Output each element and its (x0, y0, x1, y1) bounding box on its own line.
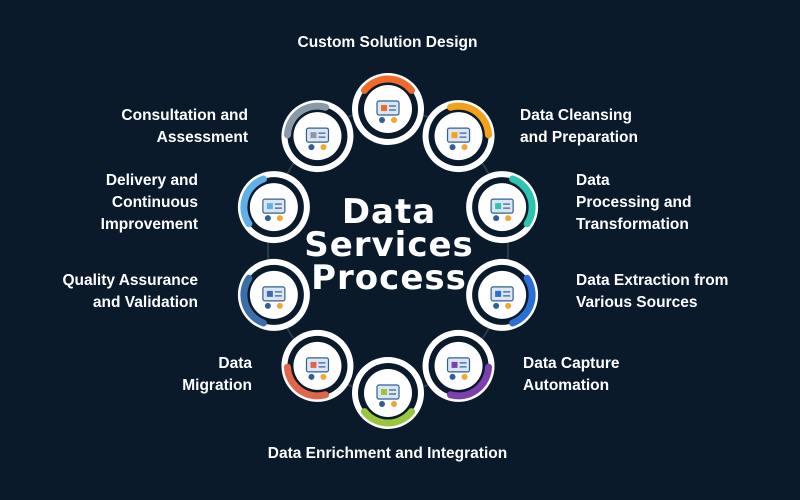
step-node (352, 357, 424, 429)
step-label-quality-assurance: Quality Assurance and Validation (30, 270, 198, 314)
step-accent-arc (240, 274, 267, 327)
step-accent-arc (446, 102, 493, 139)
step-label-line: Quality Assurance (62, 272, 198, 289)
step-node (466, 171, 539, 244)
step-node (281, 100, 354, 173)
delivery-documents-icon (262, 198, 286, 222)
step-label-data-migration: Data Migration (150, 353, 252, 397)
step-node (281, 329, 354, 402)
step-accent-arc (283, 363, 330, 400)
step-accent-arc (283, 102, 330, 139)
step-label-line: and Validation (92, 294, 198, 311)
database-migration-icon (305, 357, 330, 380)
title-line: Services (304, 225, 474, 265)
step-label-data-cleansing: Data Cleansing and Preparation (520, 105, 638, 149)
step-label-line: Transformation (576, 216, 689, 233)
step-label-line: Improvement (100, 216, 198, 233)
step-node (237, 171, 310, 244)
funnel-extraction-icon (490, 286, 514, 309)
step-accent-arc (361, 75, 415, 94)
step-label-line: Consultation and (121, 107, 248, 124)
step-label-data-processing: Data Processing and Transformation (576, 170, 691, 236)
step-label-line: Continuous (111, 194, 198, 211)
step-label-delivery: Delivery and Continuous Improvement (60, 170, 198, 236)
step-label-line: Data Capture (523, 355, 620, 372)
step-accent-arc (509, 175, 536, 228)
data-processing-icon (490, 198, 514, 222)
step-label-line: Assessment (156, 129, 248, 146)
step-accent-arc (509, 274, 536, 327)
step-label-data-extraction: Data Extraction from Various Sources (576, 270, 728, 314)
step-label-line: Automation (523, 377, 610, 394)
step-label-line: Custom Solution Design (297, 34, 478, 51)
diagram-title: Data Services Process (290, 192, 488, 298)
step-node (466, 258, 539, 331)
step-node (422, 329, 495, 402)
step-label-data-capture: Data Capture Automation (523, 353, 619, 397)
step-label-custom-solution-design: Custom Solution Design (250, 32, 525, 54)
step-label-data-enrichment: Data Enrichment and Integration (230, 443, 545, 465)
step-label-line: Processing and (576, 194, 692, 211)
step-label-line: Data Extraction from (576, 272, 729, 289)
step-accent-arc (446, 363, 493, 400)
step-label-line: Data (218, 355, 252, 372)
step-label-line: Delivery and (105, 172, 198, 189)
lightbulb-automation-icon (446, 357, 471, 380)
step-accent-arc (361, 408, 415, 427)
step-label-line: Data (576, 172, 610, 189)
team-meeting-icon (376, 100, 400, 123)
step-node (422, 100, 495, 173)
step-accent-arc (240, 175, 267, 228)
step-label-line: Data Cleansing (520, 107, 632, 124)
title-line: Process (311, 258, 467, 298)
data-cleansing-icon (446, 127, 471, 151)
step-label-line: Migration (182, 377, 252, 394)
step-label-consultation: Consultation and Assessment (90, 105, 248, 149)
step-node (352, 73, 424, 145)
title-line: Data (341, 192, 437, 232)
checklist-enrichment-icon (376, 384, 400, 407)
step-label-line: Data Enrichment and Integration (267, 445, 508, 462)
step-node (237, 258, 310, 331)
quality-gears-icon (262, 286, 286, 309)
consultation-icon (305, 127, 330, 151)
step-label-line: Various Sources (576, 294, 698, 311)
step-label-line: and Preparation (520, 129, 638, 146)
